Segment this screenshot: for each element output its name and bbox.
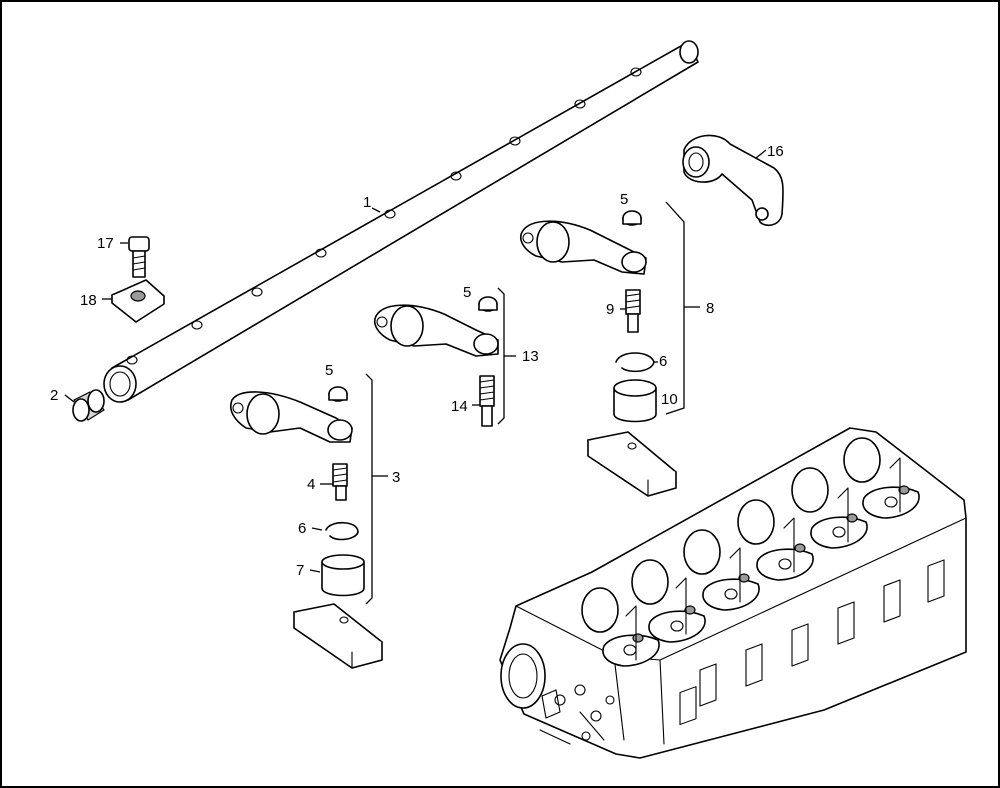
bushing-10 [613,379,657,423]
bracket-8 [665,201,685,415]
callout-3: 3 [392,469,400,486]
adjusting-screw-14 [479,375,495,427]
callout-17: 17 [97,235,114,252]
callout-1: 1 [363,194,371,211]
support-block-right [587,431,677,497]
callout-4: 4 [307,476,315,493]
callout-10: 10 [661,391,678,408]
snap-ring-6-left [325,521,359,541]
bracket-3 [365,373,373,605]
leader-lines [64,149,767,573]
bolt-17 [128,236,150,278]
adjusting-screw-9 [625,289,641,333]
callout-5-right: 5 [620,191,628,208]
callout-9: 9 [606,301,614,318]
adjusting-screw-4 [332,463,348,501]
rocker-arm-13 [374,296,499,357]
cylinder-head [499,427,967,759]
callout-8: 8 [706,300,714,317]
callout-6-right: 6 [659,353,667,370]
callout-labels: 1 2 3 4 5 5 5 6 6 7 8 9 10 13 14 16 17 1… [50,143,784,579]
callout-7: 7 [296,562,304,579]
bracket-13 [497,287,505,425]
callout-14: 14 [451,398,468,415]
snap-ring-6-right [615,352,655,373]
rocker-shaft [103,40,699,403]
callout-2: 2 [50,387,58,404]
oil-bracket-16 [682,134,784,227]
support-block-left [293,603,383,669]
callout-16: 16 [767,143,784,160]
callout-5-middle: 5 [463,284,471,301]
callout-13: 13 [522,348,539,365]
bracket-18 [111,279,165,323]
rocker-arm-8 [520,210,647,275]
callout-6-left: 6 [298,520,306,537]
rocker-arm-3 [230,386,353,443]
shaft-plug [72,389,105,422]
callout-5-left: 5 [325,362,333,379]
bushing-7 [321,554,365,597]
callout-18: 18 [80,292,97,309]
